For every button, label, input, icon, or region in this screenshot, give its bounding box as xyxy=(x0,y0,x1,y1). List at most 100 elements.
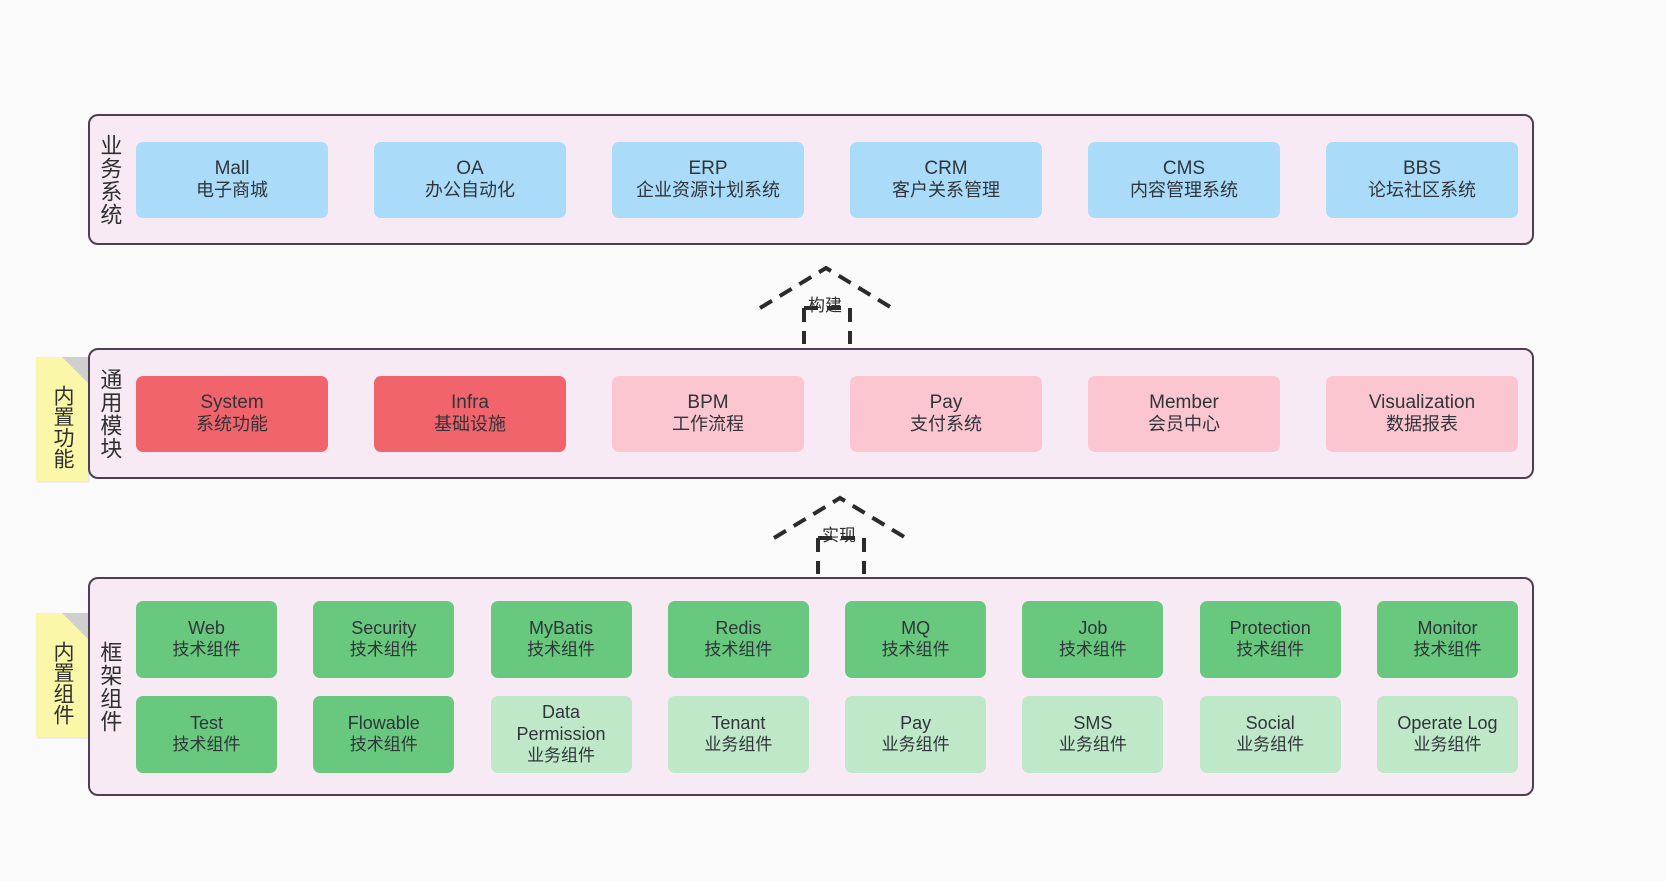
node-name: CMS xyxy=(1162,157,1206,179)
node-name: ERP xyxy=(688,157,728,179)
node-desc: 技术组件 xyxy=(1413,639,1482,659)
node-name: Test xyxy=(189,712,223,733)
node-desc: 业务组件 xyxy=(1058,734,1127,754)
node-name: Pay xyxy=(929,391,963,413)
node-desc: 企业资源计划系统 xyxy=(636,180,780,201)
node-desc: 技术组件 xyxy=(172,639,241,659)
connector-implement: 实现 xyxy=(772,492,912,574)
node-name: Operate Log xyxy=(1397,712,1498,733)
note-built-in-features: 内置功能 xyxy=(36,357,88,481)
node-desc: 技术组件 xyxy=(881,639,950,659)
node-name: Data Permission xyxy=(516,701,606,744)
node-desc: 业务组件 xyxy=(1413,734,1482,754)
node-name: OA xyxy=(456,157,484,179)
node-name: Security xyxy=(351,617,417,638)
node-desc: 支付系统 xyxy=(910,414,982,435)
node-desc: 技术组件 xyxy=(527,639,596,659)
node-desc: 业务组件 xyxy=(527,745,596,765)
node-name: Infra xyxy=(450,391,490,413)
node-name: Redis xyxy=(715,617,762,638)
node-name: Flowable xyxy=(347,712,420,733)
node-desc: 业务组件 xyxy=(1236,734,1305,754)
node-desc: 论坛社区系统 xyxy=(1368,180,1476,201)
note-fold-corner-icon xyxy=(62,613,88,639)
node-name: Monitor xyxy=(1417,617,1478,638)
node-name: System xyxy=(200,391,264,413)
generalization-arrow-icon xyxy=(772,495,908,574)
layer-business-title: 业务系统 xyxy=(97,133,123,226)
node-desc: 技术组件 xyxy=(349,639,418,659)
node-name: Mall xyxy=(214,157,250,179)
note-fold-corner-icon xyxy=(62,357,88,383)
node-desc: 技术组件 xyxy=(172,734,241,754)
node-desc: 技术组件 xyxy=(349,734,418,754)
node-desc: 电子商城 xyxy=(196,180,268,201)
node-name: Social xyxy=(1245,712,1295,733)
node-name: Web xyxy=(188,617,225,638)
connector-build: 构建 xyxy=(758,262,898,344)
node-name: Job xyxy=(1078,617,1108,638)
node-desc: 工作流程 xyxy=(672,414,744,435)
connector-implement-label: 实现 xyxy=(822,526,856,545)
node-desc: 系统功能 xyxy=(196,414,268,435)
layer-framework-title: 框架组件 xyxy=(97,640,123,733)
note-built-in-components: 内置组件 xyxy=(36,613,88,737)
node-desc: 内容管理系统 xyxy=(1130,180,1238,201)
node-name: Visualization xyxy=(1368,391,1476,413)
node-name: CRM xyxy=(924,157,968,179)
note-built-in-components-label: 内置组件 xyxy=(50,641,74,725)
layer-modules-title: 通用模块 xyxy=(97,367,123,460)
node-desc: 办公自动化 xyxy=(425,180,515,201)
node-name: MyBatis xyxy=(529,617,594,638)
node-name: SMS xyxy=(1073,712,1113,733)
node-name: Pay xyxy=(900,712,932,733)
node-desc: 业务组件 xyxy=(881,734,950,754)
node-name: Tenant xyxy=(711,712,766,733)
node-name: BPM xyxy=(687,391,729,413)
node-desc: 技术组件 xyxy=(1058,639,1127,659)
node-name: BBS xyxy=(1402,157,1442,179)
node-desc: 技术组件 xyxy=(704,639,773,659)
node-desc: 会员中心 xyxy=(1148,414,1220,435)
node-name: MQ xyxy=(901,617,931,638)
